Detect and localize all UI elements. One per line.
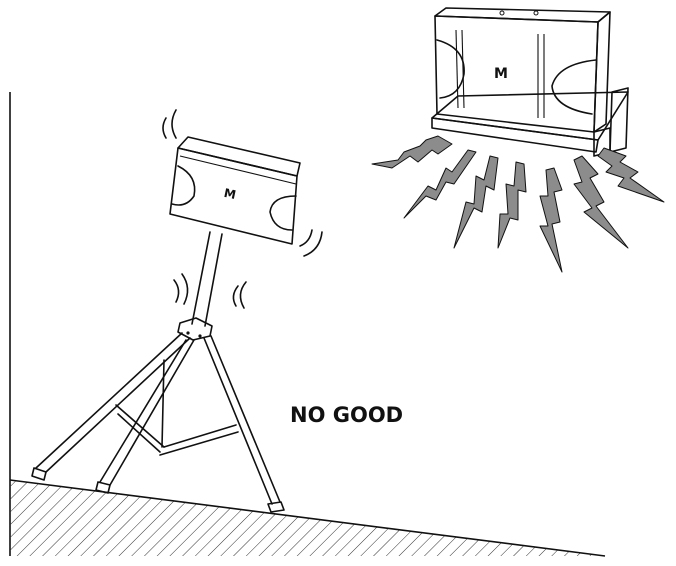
- tilted-speaker: M: [169, 136, 301, 245]
- wall-mounted-speaker: M: [431, 7, 629, 157]
- no-good-caption: NO GOOD: [290, 403, 404, 427]
- tripod-stand: [31, 231, 285, 513]
- speaker-logo-mounted: M: [494, 66, 508, 82]
- sloped-floor: [9, 479, 606, 557]
- vibration-marks: [162, 109, 323, 309]
- lightning-bolts: [371, 135, 665, 273]
- speaker-logo-tilted: M: [223, 186, 238, 202]
